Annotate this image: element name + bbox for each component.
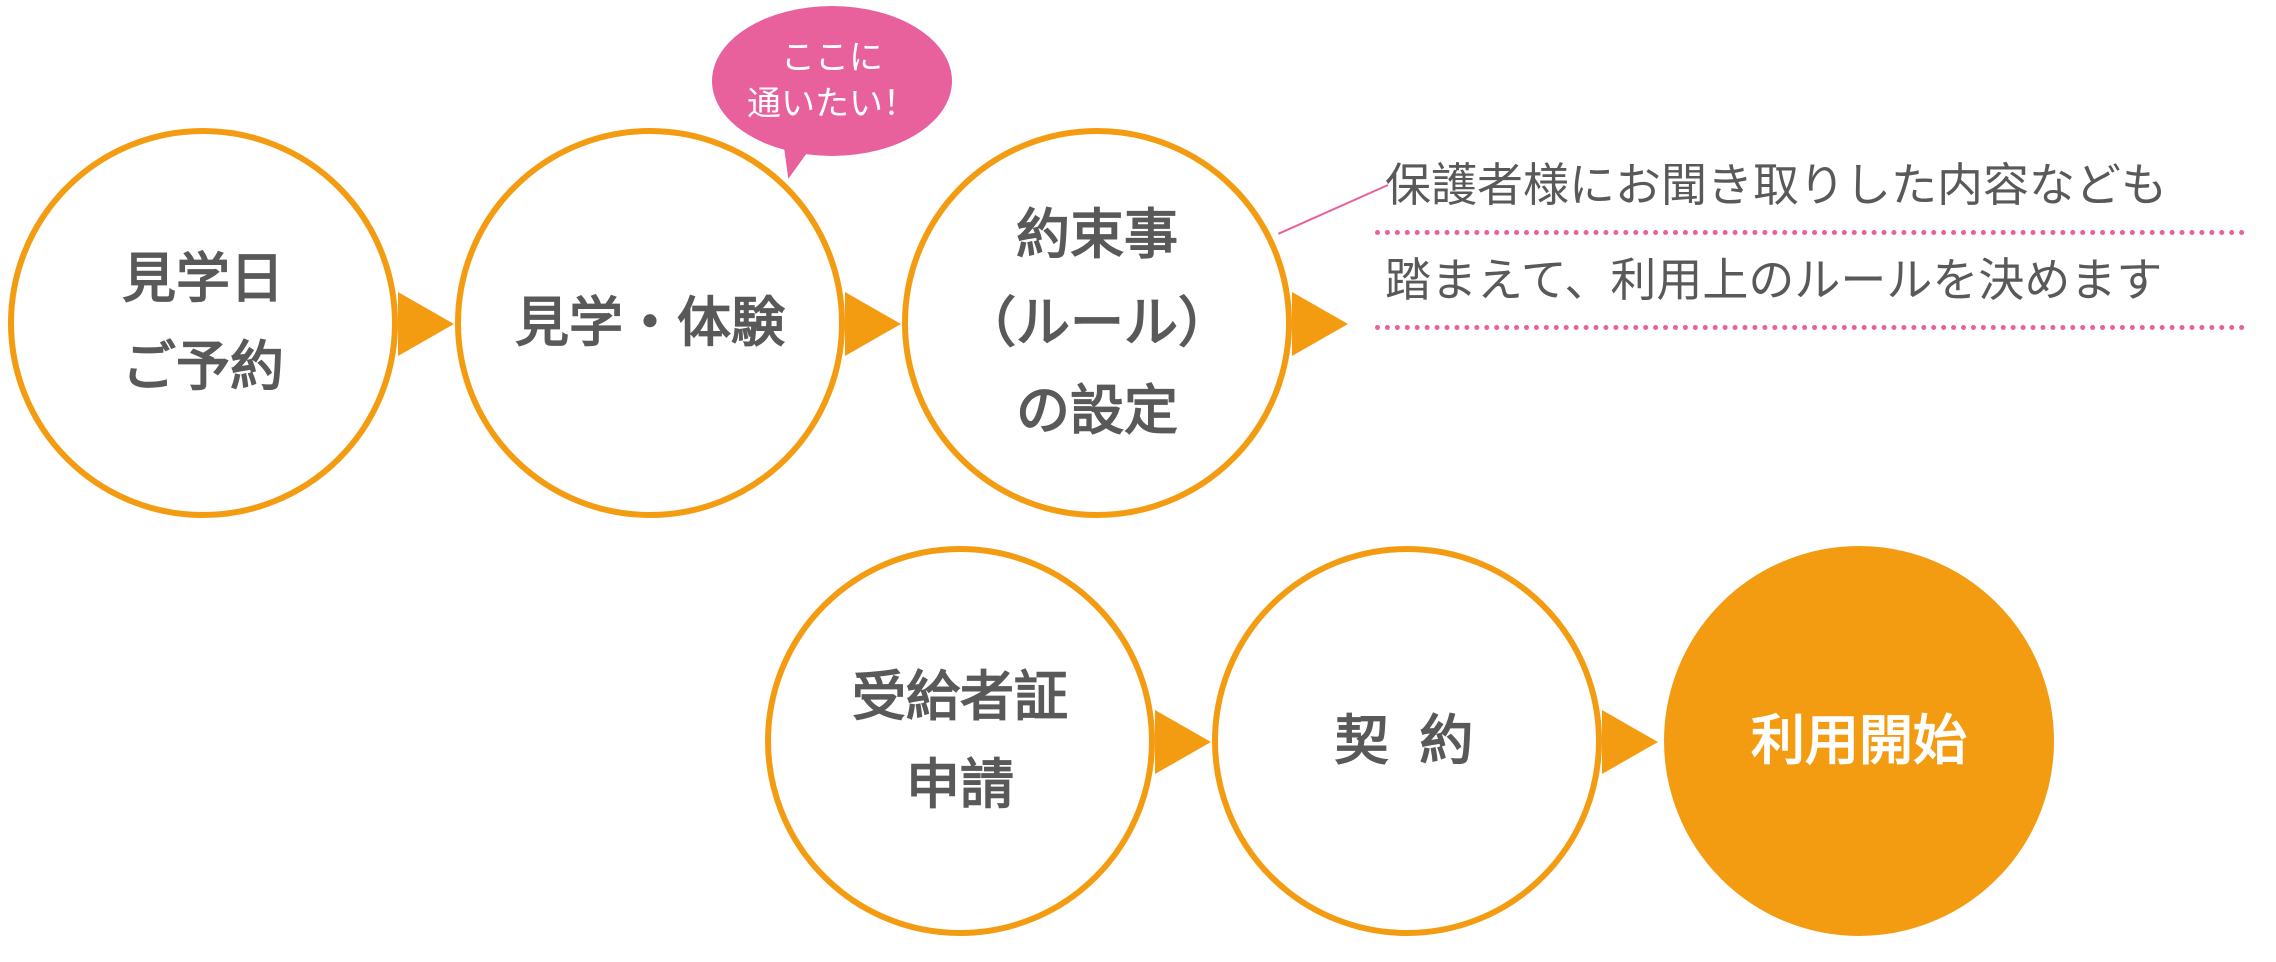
step-label-line: 利用開始 <box>1751 709 1967 772</box>
step-reservation: 見学日 ご予約 <box>8 128 398 518</box>
note-leader-line <box>1277 184 1389 235</box>
step-start-use: 利用開始 <box>1664 546 2054 936</box>
flow-arrow <box>1155 710 1211 774</box>
flow-arrow <box>845 292 901 356</box>
note-text-line: 踏まえて、利用上のルールを決めます <box>1375 235 2245 330</box>
step-label-line: 約束事 <box>1016 203 1178 266</box>
step-visit-trial: 見学・体験 <box>455 128 845 518</box>
step-rules-setting: 約束事 （ルール） の設定 <box>902 128 1292 518</box>
step-contract: 契 約 <box>1212 546 1602 936</box>
step-label-line: 契 約 <box>1334 709 1480 772</box>
bubble-text-line: ここに <box>781 38 883 78</box>
speech-bubble: ここに 通いたい！ <box>712 6 952 156</box>
bubble-text-line: 通いたい！ <box>747 84 917 124</box>
flow-arrow <box>1292 292 1348 356</box>
step-certificate-application: 受給者証 申請 <box>765 546 1155 936</box>
step-label-line: 申請 <box>906 753 1014 816</box>
step-label-line: の設定 <box>1016 379 1178 442</box>
step-label-line: 受給者証 <box>852 665 1068 728</box>
flow-arrow <box>398 292 454 356</box>
flow-arrow <box>1602 710 1658 774</box>
step-label-line: （ルール） <box>962 291 1232 354</box>
step-label-line: ご予約 <box>122 335 284 398</box>
annotation-note: 保護者様にお聞き取りした内容なども 踏まえて、利用上のルールを決めます <box>1375 140 2245 330</box>
step-label-line: 見学・体験 <box>515 291 785 354</box>
step-label-line: 見学日 <box>122 247 284 310</box>
note-text-line: 保護者様にお聞き取りした内容なども <box>1375 140 2245 235</box>
